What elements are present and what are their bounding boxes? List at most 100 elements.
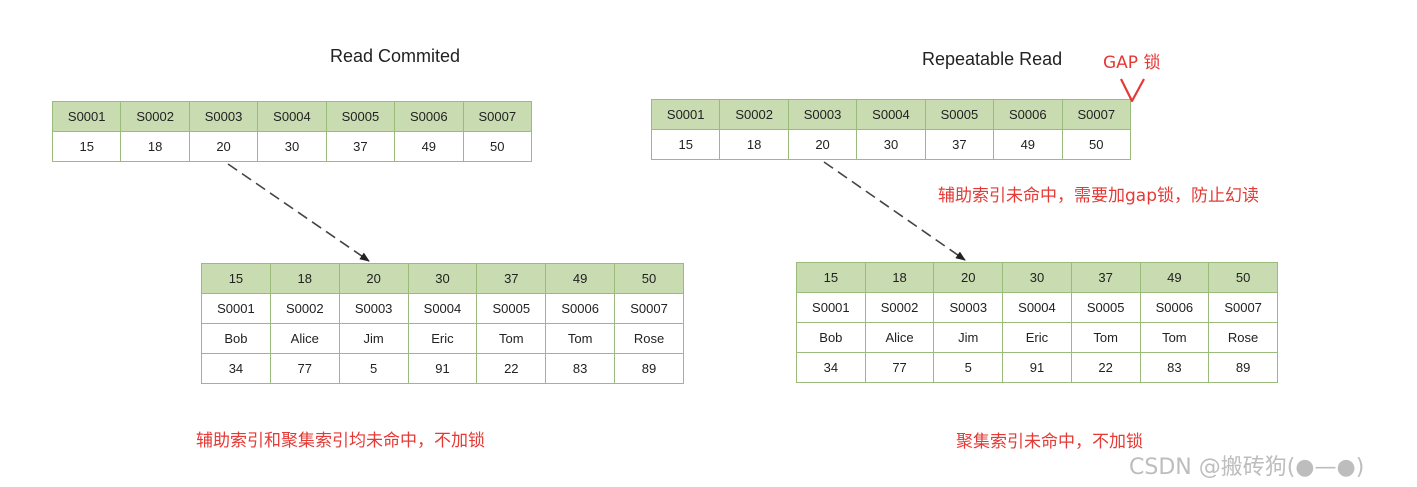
- rr-clustered-id-row: 15 18 20 30 37 49 50: [796, 262, 1278, 293]
- cell: S0004: [407, 293, 478, 324]
- cell: 30: [1002, 262, 1072, 293]
- cell: S0004: [257, 101, 327, 132]
- cell: S0005: [325, 101, 396, 132]
- cell: 30: [856, 129, 926, 160]
- cell: 15: [51, 131, 122, 162]
- rr-lookup-arrow: [823, 161, 966, 261]
- cell: 34: [201, 353, 271, 384]
- rr-note: 聚集索引未命中，不加锁: [956, 432, 1143, 452]
- rc-secondary-key-row: S0001 S0002 S0003 S0004 S0005 S0006 S000…: [51, 101, 533, 132]
- cell: 49: [993, 129, 1063, 160]
- rc-note: 辅助索引和聚集索引均未命中，不加锁: [196, 431, 485, 451]
- cell: S0002: [719, 99, 789, 130]
- cell: S0006: [545, 293, 616, 324]
- cell: S0002: [864, 292, 935, 323]
- rr-clustered-name-row: Bob Alice Jim Eric Tom Tom Rose: [796, 322, 1278, 353]
- cell: Rose: [1208, 322, 1278, 353]
- cell: 91: [1002, 352, 1072, 383]
- cell: Tom: [476, 323, 547, 354]
- cell: 5: [338, 353, 409, 384]
- rc-lookup-arrow: [227, 163, 370, 262]
- cell: 89: [1208, 352, 1278, 383]
- cell: 49: [545, 263, 616, 294]
- cell: Tom: [545, 323, 616, 354]
- rr-secondary-key-row: S0001 S0002 S0003 S0004 S0005 S0006 S000…: [650, 99, 1132, 130]
- cell: S0007: [1061, 99, 1132, 130]
- cell: S0002: [269, 293, 340, 324]
- cell: 20: [787, 129, 858, 160]
- rc-clustered-name-row: Bob Alice Jim Eric Tom Tom Rose: [201, 323, 684, 354]
- cell: S0005: [476, 293, 547, 324]
- cell: 18: [120, 131, 190, 162]
- rr-clustered-key-row: S0001 S0002 S0003 S0004 S0005 S0006 S000…: [796, 292, 1278, 323]
- cell: 30: [257, 131, 327, 162]
- cell: Bob: [796, 322, 866, 353]
- rr-secondary-index-table: S0001 S0002 S0003 S0004 S0005 S0006 S000…: [650, 99, 1132, 160]
- cell: Alice: [864, 322, 935, 353]
- rc-clustered-id-row: 15 18 20 30 37 49 50: [201, 263, 684, 294]
- cell: Bob: [201, 323, 271, 354]
- cell: Alice: [269, 323, 340, 354]
- cell: S0005: [1070, 292, 1141, 323]
- cell: S0007: [462, 101, 533, 132]
- cell: 83: [545, 353, 616, 384]
- cell: 37: [325, 131, 396, 162]
- rc-clustered-key-row: S0001 S0002 S0003 S0004 S0005 S0006 S000…: [201, 293, 684, 324]
- cell: 49: [394, 131, 464, 162]
- cell: Jim: [933, 322, 1004, 353]
- cell: S0001: [201, 293, 271, 324]
- cell: 49: [1139, 262, 1210, 293]
- rr-clustered-index-table: 15 18 20 30 37 49 50 S0001 S0002 S0003 S…: [796, 262, 1278, 383]
- cell: 18: [719, 129, 789, 160]
- cell: 15: [650, 129, 721, 160]
- cell: 83: [1139, 352, 1210, 383]
- cell: 20: [338, 263, 409, 294]
- cell: S0006: [1139, 292, 1210, 323]
- cell: S0003: [188, 101, 259, 132]
- cell: 5: [933, 352, 1004, 383]
- cell: 89: [614, 353, 684, 384]
- cell: 77: [269, 353, 340, 384]
- cell: S0003: [933, 292, 1004, 323]
- cell: Jim: [338, 323, 409, 354]
- rc-clustered-score-row: 34 77 5 91 22 83 89: [201, 353, 684, 384]
- rc-secondary-index-table: S0001 S0002 S0003 S0004 S0005 S0006 S000…: [51, 101, 533, 162]
- cell: S0003: [338, 293, 409, 324]
- read-committed-title: Read Commited: [330, 46, 461, 66]
- cell: 20: [933, 262, 1004, 293]
- cell: 22: [476, 353, 547, 384]
- cell: Eric: [407, 323, 478, 354]
- rr-secondary-value-row: 15 18 20 30 37 49 50: [650, 129, 1132, 160]
- cell: S0006: [993, 99, 1063, 130]
- gap-lock-pointer-icon: [1120, 78, 1145, 103]
- cell: 18: [864, 262, 935, 293]
- cell: 15: [796, 262, 866, 293]
- cell: S0001: [796, 292, 866, 323]
- repeatable-read-title: Repeatable Read: [922, 49, 1063, 69]
- cell: 30: [407, 263, 478, 294]
- cell: 77: [864, 352, 935, 383]
- cell: S0004: [1002, 292, 1072, 323]
- cell: 20: [188, 131, 259, 162]
- cell: S0002: [120, 101, 190, 132]
- rc-secondary-value-row: 15 18 20 30 37 49 50: [51, 131, 533, 162]
- cell: 22: [1070, 352, 1141, 383]
- cell: S0007: [1208, 292, 1278, 323]
- rr-clustered-score-row: 34 77 5 91 22 83 89: [796, 352, 1278, 383]
- cell: 37: [476, 263, 547, 294]
- cell: Eric: [1002, 322, 1072, 353]
- csdn-watermark: CSDN @搬砖狗(●—●): [1129, 455, 1365, 480]
- rr-secondary-note: 辅助索引未命中，需要加gap锁，防止幻读: [938, 186, 1259, 206]
- cell: 18: [269, 263, 340, 294]
- gap-lock-label: GAP 锁: [1103, 53, 1161, 73]
- cell: 50: [1061, 129, 1132, 160]
- rc-clustered-index-table: 15 18 20 30 37 49 50 S0001 S0002 S0003 S…: [201, 263, 684, 384]
- cell: Tom: [1070, 322, 1141, 353]
- cell: 37: [924, 129, 995, 160]
- cell: 50: [462, 131, 533, 162]
- cell: S0007: [614, 293, 684, 324]
- cell: 37: [1070, 262, 1141, 293]
- cell: Tom: [1139, 322, 1210, 353]
- cell: 34: [796, 352, 866, 383]
